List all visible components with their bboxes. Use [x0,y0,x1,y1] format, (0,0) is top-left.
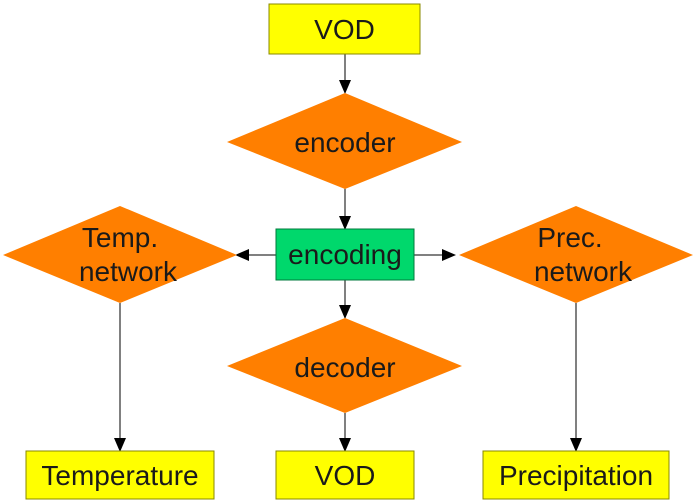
temp-network-label-line2: network [79,256,178,287]
vod-output-box [275,450,415,500]
node-precipitation: Precipitation [482,450,670,500]
encoder-label: encoder [294,127,395,158]
temp-network-diamond [3,206,237,303]
temperature-label: Temperature [41,460,198,491]
temperature-box [25,450,215,500]
encoding-label: encoding [288,239,402,270]
edges [114,54,582,452]
decoder-label: decoder [294,352,395,383]
node-temp-network: Temp. network [3,206,237,303]
encoding-box [275,228,415,281]
node-prec-network: Prec. network [459,206,693,303]
node-vod-output: VOD [275,450,415,500]
vod-output-label: VOD [315,460,376,491]
precipitation-box [482,450,670,500]
prec-network-label-line2: network [534,256,633,287]
node-temperature: Temperature [25,450,215,500]
prec-network-label-line1: Prec. [537,222,602,253]
temp-network-label-line1: Temp. [82,222,158,253]
node-encoder: encoder [227,93,462,189]
node-decoder: decoder [227,318,462,413]
prec-network-diamond [459,206,693,303]
vod-input-label: VOD [314,14,375,45]
decoder-diamond [227,318,462,413]
node-encoding: encoding [275,228,415,281]
precipitation-label: Precipitation [499,460,653,491]
node-vod-input: VOD [268,3,421,55]
vod-input-box [268,3,421,55]
encoder-diamond [227,93,462,189]
